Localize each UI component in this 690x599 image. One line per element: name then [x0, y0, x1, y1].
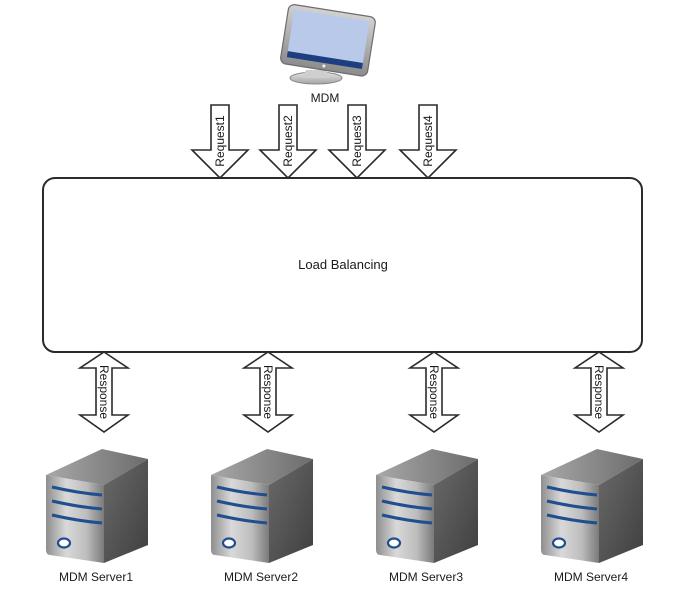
server-icon: [541, 449, 643, 563]
down-arrow-icon: [327, 104, 387, 180]
response-arrow: Response: [77, 351, 131, 433]
response-label: Response: [261, 365, 275, 419]
server-label: MDM Server3: [389, 570, 463, 584]
server-icon: [211, 449, 313, 563]
load-balancer-box: [42, 177, 643, 353]
response-arrow: Response: [572, 351, 626, 433]
request-label: Request2: [281, 115, 295, 167]
server: MDM Server1: [46, 449, 148, 584]
request-arrow: Request3: [327, 104, 387, 180]
double-arrow-icon: [572, 351, 626, 433]
down-arrow-icon: [398, 104, 458, 180]
server-label: MDM Server1: [59, 570, 133, 584]
double-arrow-icon: [77, 351, 131, 433]
server-icon: [46, 449, 148, 563]
client-label: MDM: [311, 91, 340, 105]
down-arrow-icon: [190, 104, 250, 180]
response-label: Response: [97, 365, 111, 419]
server-icon: [376, 449, 478, 563]
client-monitor: MDM: [280, 4, 376, 105]
double-arrow-icon: [241, 351, 295, 433]
request-label: Request4: [421, 115, 435, 167]
request-arrow: Request2: [258, 104, 318, 180]
server-label: MDM Server2: [224, 570, 298, 584]
response-arrow: Response: [241, 351, 295, 433]
load-balancer: Load Balancing: [42, 177, 643, 353]
request-arrow: Request4: [398, 104, 458, 180]
response-label: Response: [592, 365, 606, 419]
double-arrow-icon: [407, 351, 461, 433]
down-arrow-icon: [258, 104, 318, 180]
response-arrow: Response: [407, 351, 461, 433]
request-label: Request3: [350, 115, 364, 167]
request-label: Request1: [213, 115, 227, 167]
load-balancer-label: Load Balancing: [298, 257, 388, 272]
request-arrow: Request1: [190, 104, 250, 180]
server: MDM Server3: [376, 449, 478, 584]
servers: MDM Server1 MDM Server2 MDM Server3 MDM Ser…: [46, 449, 643, 584]
response-arrows: Response Response Response Response: [77, 351, 626, 433]
server-label: MDM Server4: [554, 570, 628, 584]
server: MDM Server2: [211, 449, 313, 584]
request-arrows: Request1 Request2 Request3 Request4: [190, 104, 458, 180]
server: MDM Server4: [541, 449, 643, 584]
monitor-icon: [280, 4, 376, 85]
response-label: Response: [427, 365, 441, 419]
